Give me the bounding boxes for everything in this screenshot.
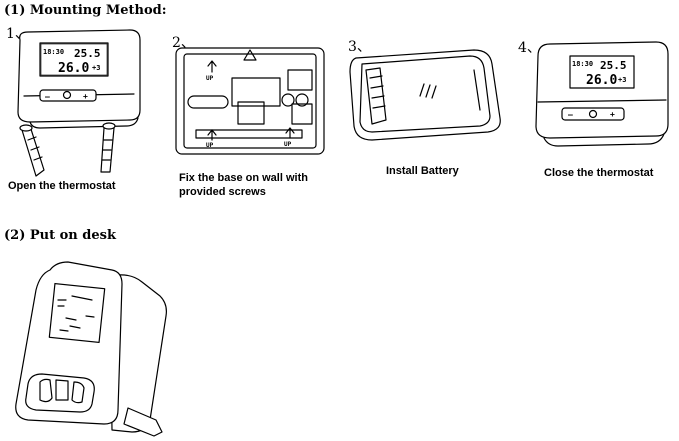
step-2-number: 2、 (172, 35, 195, 51)
lcd-set-temp-1: 26.0 (58, 61, 89, 76)
step-4-number: 4、 (518, 40, 541, 56)
plus-button-label-1: + (83, 92, 88, 101)
base-up-label-left: UP (206, 75, 214, 82)
lcd-extra-1: +3 (92, 64, 100, 72)
minus-button-label-4: – (568, 110, 573, 119)
step-3-caption: Install Battery (386, 165, 459, 177)
base-up-label-right: UP (284, 141, 292, 148)
section-mounting-title: (1) Mounting Method: (4, 3, 167, 18)
lcd-extra-4: +3 (618, 76, 626, 84)
lcd-room-temp-1: 25.5 (74, 47, 101, 60)
power-icon (588, 109, 598, 119)
lcd-time-4: 18:30 (572, 60, 593, 68)
lcd-time-1: 18:30 (43, 48, 64, 56)
section-desk-title: (2) Put on desk (4, 228, 116, 243)
lcd-room-temp-4: 25.5 (600, 59, 627, 72)
step-2-caption-line1: Fix the base on wall with (179, 172, 308, 184)
battery-icon (365, 67, 387, 125)
step-3-number: 3、 (348, 39, 371, 55)
plus-button-label-4: + (610, 110, 615, 119)
screw-icon (19, 124, 45, 177)
lcd-set-temp-4: 26.0 (586, 73, 617, 88)
power-icon (62, 90, 72, 100)
warning-icon (243, 49, 257, 61)
step-2-caption-line2: provided screws (179, 186, 266, 198)
screw-icon (100, 122, 116, 173)
step-1-caption: Open the thermostat (8, 180, 116, 192)
base-up-label-lower: UP (206, 142, 214, 149)
minus-button-label-1: – (45, 92, 50, 101)
step-4-caption: Close the thermostat (544, 167, 654, 179)
